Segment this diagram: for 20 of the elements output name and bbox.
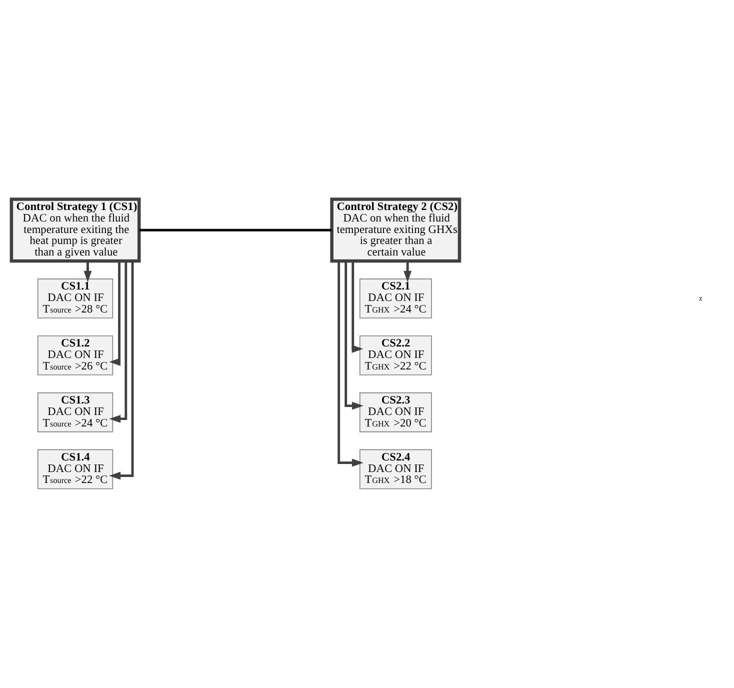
arrow <box>344 261 364 410</box>
node-box: CS1.3 DAC ON IF Tsource >24 °C <box>37 392 114 432</box>
arrow <box>338 261 364 467</box>
label: z <box>698 293 702 302</box>
node-box: CS2.1 DAC ON IF TGHX >24 °C <box>359 278 432 318</box>
node-box: CS1.1 DAC ON IF Tsource >28 °C <box>37 278 114 318</box>
node-box: CS1.2 DAC ON IF Tsource >26 °C <box>37 335 114 376</box>
arrow <box>84 261 92 282</box>
node-box: CS2.2 DAC ON IF TGHX >22 °C <box>359 335 432 376</box>
node-box: CS2.3 DAC ON IF TGHX >20 °C <box>359 392 432 432</box>
connector <box>139 228 332 232</box>
arrow <box>404 261 412 282</box>
node-box: Control Strategy 2 (CS2) DAC on when the fluid temperature exiting GHXs is greater than a certain value <box>330 198 462 263</box>
node-box: CS1.4 DAC ON IF Tsource >22 °C <box>37 449 114 490</box>
arrow <box>109 261 128 423</box>
arrow <box>352 261 364 353</box>
arrow <box>109 261 121 366</box>
node-box: CS2.4 DAC ON IF TGHX >18 °C <box>359 449 432 490</box>
arrow <box>109 261 134 480</box>
node-box: Control Strategy 1 (CS1) DAC on when the fluid temperature exiting the heat pump is greater than a given value <box>10 198 141 263</box>
